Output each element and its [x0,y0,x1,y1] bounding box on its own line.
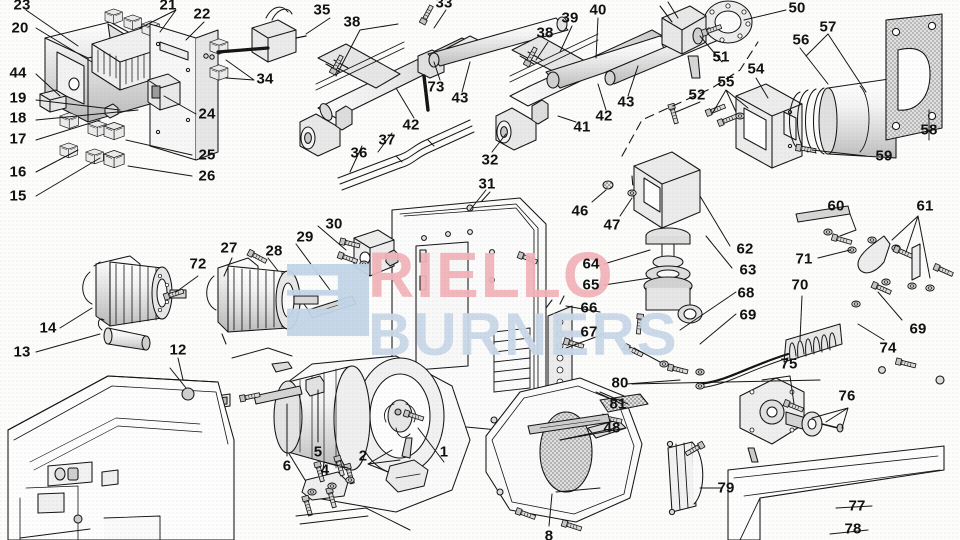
callout-number: 59 [875,147,893,165]
callout-number: 19 [9,89,27,107]
callout-number: 74 [879,339,897,357]
callout-number: 23 [13,0,31,14]
callout-number: 78 [844,520,862,538]
callout-number: 14 [39,319,57,337]
callout-number: 58 [920,121,938,139]
callout-number: 25 [198,146,216,164]
callout-number: 13 [13,343,31,361]
callout-number: 28 [265,242,283,260]
callout-number: 46 [571,202,589,220]
callout-number: 63 [739,261,757,279]
callout-number: 15 [9,187,27,205]
callout-number: 35 [313,1,331,19]
callout-number: 62 [736,240,754,258]
callout-number: 71 [795,250,813,268]
callout-number: 5 [313,443,323,461]
callout-number: 81 [609,395,627,413]
callout-number: 72 [189,255,207,273]
callout-number: 61 [916,197,934,215]
callout-number: 39 [561,9,579,27]
callout-number: 51 [712,48,730,66]
callout-number: 44 [9,64,27,82]
callout-number: 79 [717,479,735,497]
callout-number: 31 [478,175,496,193]
callout-number: 1 [439,443,449,461]
callout-number: 33 [435,0,453,12]
callout-number: 42 [402,116,420,134]
callout-number: 65 [582,276,600,294]
callout-number: 69 [909,320,927,338]
callout-number: 70 [791,276,809,294]
callout-number: 21 [159,0,177,14]
callout-number: 34 [256,70,274,88]
callout-number: 50 [788,0,806,17]
callout-number: 17 [9,130,27,148]
callout-number: 60 [827,197,845,215]
callout-number: 24 [198,105,216,123]
callout-number: 4 [320,461,330,479]
callout-number: 40 [589,1,607,19]
callout-number: 8 [544,527,554,540]
callout-number: 52 [688,86,706,104]
callout-number: 27 [220,239,238,257]
callout-number: 12 [169,341,187,359]
callout-number: 41 [573,118,591,136]
callout-number: 55 [717,73,735,91]
callout-number: 32 [481,151,499,169]
callout-number: 20 [11,19,29,37]
callout-number: 42 [595,107,613,125]
callout-number: 38 [536,24,554,42]
callout-number: 22 [193,5,211,23]
callout-number: 37 [378,131,396,149]
callout-number: 47 [603,216,621,234]
callout-number: 16 [9,163,27,181]
callout-number: 54 [747,60,765,78]
callout-number: 56 [792,31,810,49]
callout-number: 64 [582,255,600,273]
callout-number: 30 [325,215,343,233]
callout-number: 48 [603,419,621,437]
callout-number: 6 [282,457,292,475]
callout-number: 77 [848,497,866,515]
callout-number: 66 [580,299,598,317]
callout-number: 73 [427,78,445,96]
callout-number: 76 [838,387,856,405]
callout-number: 29 [296,228,314,246]
callout-number: 38 [343,13,361,31]
callout-number: 26 [198,167,216,185]
callout-number: 36 [350,144,368,162]
callout-number: 75 [780,355,798,373]
callout-number: 2 [358,447,368,465]
callout-number: 68 [737,284,755,302]
callout-number: 57 [819,18,837,36]
callout-number: 18 [9,109,27,127]
callout-number: 43 [617,93,635,111]
callout-number: 80 [611,374,629,392]
callout-number: 69 [739,306,757,324]
callout-number: 67 [580,323,598,341]
callout-number: 43 [451,89,469,107]
